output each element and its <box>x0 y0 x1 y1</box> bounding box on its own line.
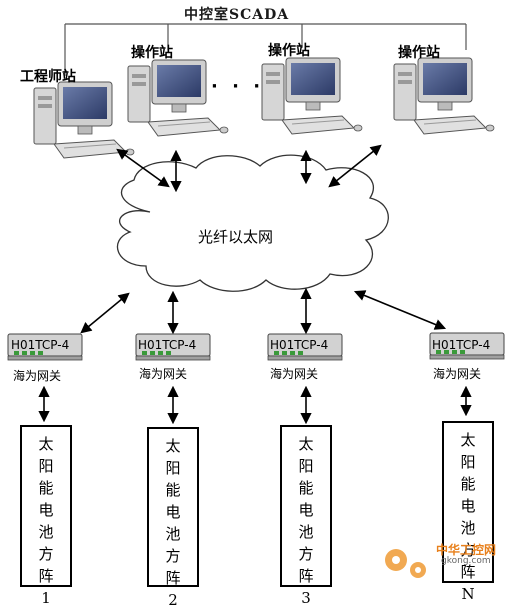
solar-array-char: 能 <box>298 479 314 497</box>
solar-array-2: 太阳能电池方阵 2 <box>147 427 199 609</box>
solar-array-char: 阵 <box>460 563 476 581</box>
solar-array-char: 电 <box>38 501 54 519</box>
solar-array-char: 阳 <box>38 457 54 475</box>
watermark-logo <box>385 549 426 578</box>
link-op3-cloud <box>328 144 382 188</box>
gateways <box>7 332 505 361</box>
operator-workstation-3-icon <box>393 57 495 135</box>
gateway-device-4 <box>429 332 505 360</box>
solar-array-char: 池 <box>38 523 54 541</box>
watermark-text: 中华工控网 <box>436 543 497 557</box>
solar-array-char: 1 <box>41 589 51 607</box>
solar-array-char: 2 <box>168 591 178 609</box>
link-cloud-gw1 <box>80 292 130 334</box>
solar-array-char: 太 <box>165 437 181 455</box>
operator-workstation-1-icon <box>127 59 229 137</box>
solar-array-char: 阵 <box>38 567 54 585</box>
gateway-device-2 <box>135 333 211 361</box>
solar-array-char: 方 <box>165 547 181 565</box>
workstation-label-engineer: 工程师站 <box>20 69 76 85</box>
gateway-name-3: 海为网关 <box>270 367 319 381</box>
solar-array-char: 能 <box>460 475 476 493</box>
solar-array-char: 阳 <box>298 457 314 475</box>
gateway-model-2: H01TCP-4 <box>138 338 197 352</box>
engineer-workstation-icon <box>33 81 135 159</box>
page-title: 中控室SCADA <box>184 7 290 23</box>
gateway-name-1: 海为网关 <box>13 369 62 383</box>
solar-array-char: 阵 <box>165 569 181 587</box>
diagram-canvas <box>7 23 505 425</box>
gateway-model-3: H01TCP-4 <box>270 338 329 352</box>
solar-array-char: 池 <box>460 519 476 537</box>
solar-array-char: 能 <box>38 479 54 497</box>
solar-array-char: 太 <box>298 435 314 453</box>
gateway-device-1 <box>7 333 83 361</box>
solar-array-char: 方 <box>460 541 476 559</box>
solar-array-char: 阳 <box>460 453 476 471</box>
watermark-url: gkong.com <box>441 556 491 566</box>
solar-array-char: 能 <box>165 481 181 499</box>
solar-array-char: 3 <box>301 589 311 607</box>
solar-array-char: 太 <box>38 435 54 453</box>
network-label: 光纤以太网 <box>198 228 274 246</box>
solar-array-char: 方 <box>298 545 314 563</box>
upper-links <box>116 144 382 193</box>
operator-workstation-2-icon <box>261 57 363 135</box>
link-cloud-gw4 <box>353 290 447 330</box>
solar-array-char: 太 <box>460 431 476 449</box>
workstations <box>33 57 495 159</box>
gateway-model-1: H01TCP-4 <box>11 338 70 352</box>
gateway-model-4: H01TCP-4 <box>432 338 491 352</box>
scada-bus <box>64 23 467 76</box>
gateway-device-3 <box>267 333 343 361</box>
solar-array-char: 阳 <box>165 459 181 477</box>
solar-array-char: 电 <box>460 497 476 515</box>
gateway-name-2: 海为网关 <box>139 367 188 381</box>
solar-array-char: 池 <box>165 525 181 543</box>
ethernet-cloud <box>117 154 389 292</box>
gateway-name-4: 海为网关 <box>433 367 482 381</box>
solar-array-3: 太阳能电池方阵 3 <box>280 425 332 607</box>
solar-array-char: 电 <box>165 503 181 521</box>
diagram: 中控室SCADA 工程师站 操作站 操作站 操作站 · · · 光纤以太网 H0… <box>7 7 505 609</box>
array-links <box>38 385 472 425</box>
workstation-label-op1: 操作站 <box>131 45 173 61</box>
solar-array-char: 阵 <box>298 567 314 585</box>
solar-array-char: 方 <box>38 545 54 563</box>
workstation-ellipsis: · · · <box>211 76 265 97</box>
lower-links <box>80 287 447 335</box>
workstation-label-op3: 操作站 <box>398 45 440 61</box>
workstation-label-op2: 操作站 <box>268 43 310 59</box>
solar-array-1: 太阳能电池方阵 1 <box>20 425 72 607</box>
link-engineer-cloud <box>116 148 170 188</box>
solar-array-char: N <box>461 585 475 603</box>
solar-array-char: 池 <box>298 523 314 541</box>
solar-array-char: 电 <box>298 501 314 519</box>
